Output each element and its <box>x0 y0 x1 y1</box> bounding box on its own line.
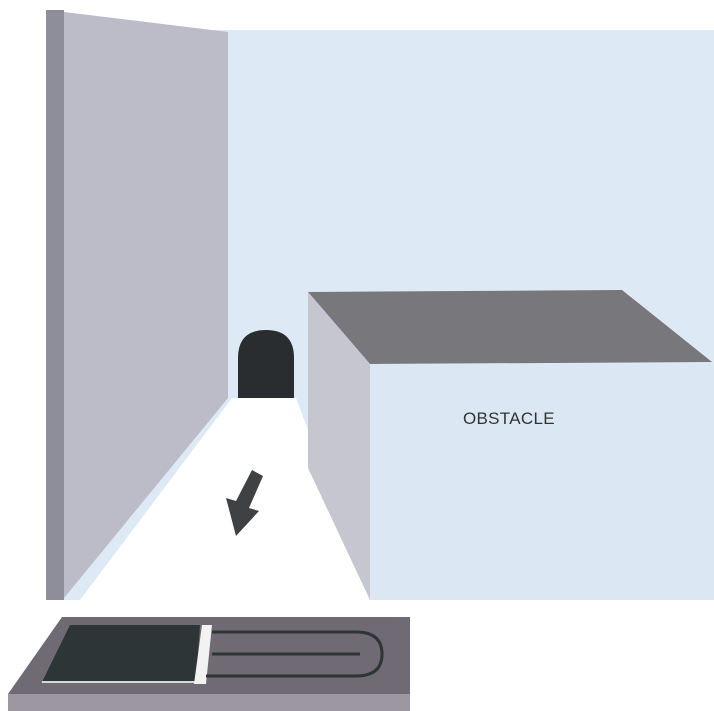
obstacle-label: OBSTACLE <box>463 409 555 429</box>
obstacle-front <box>370 364 714 600</box>
mousetrap-icon <box>8 617 410 711</box>
trap-base-front <box>8 694 410 711</box>
left-wall-edge <box>46 10 64 600</box>
tunnel-opening-icon <box>238 330 294 398</box>
